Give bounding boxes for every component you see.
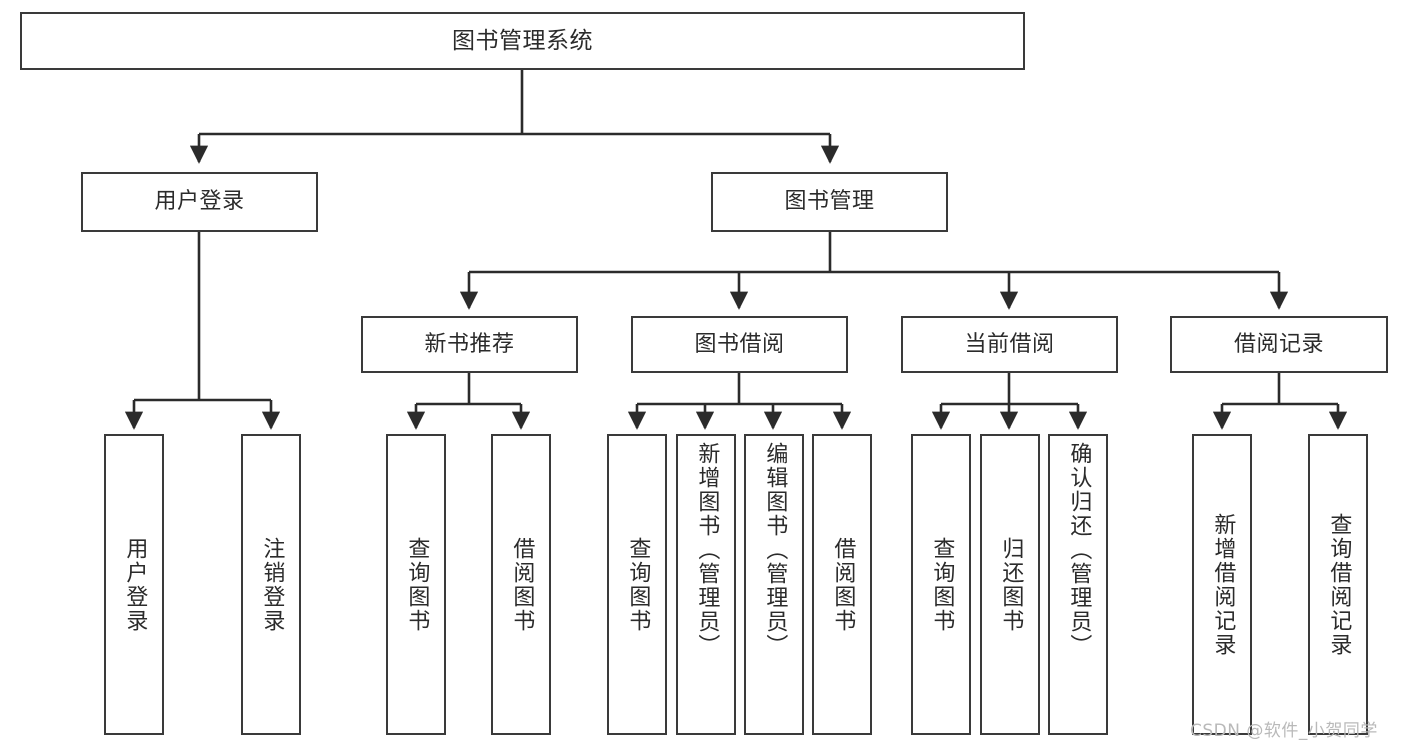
leaf-user-login-login[interactable]: 用户登录 — [104, 434, 164, 735]
node-label: 查询图书 — [625, 536, 651, 633]
node-label: 借阅图书 — [509, 536, 535, 633]
node-label: 确认归还（管理员） — [1066, 442, 1092, 658]
leaf-current-borrow-query-book[interactable]: 查询图书 — [911, 434, 971, 735]
leaf-new-book-query-book[interactable]: 查询图书 — [386, 434, 446, 735]
node-borrow-record[interactable]: 借阅记录 — [1170, 316, 1388, 373]
node-label: 图书管理 — [784, 189, 875, 214]
leaf-current-borrow-return-book[interactable]: 归还图书 — [980, 434, 1040, 735]
leaf-borrow-record-add-record[interactable]: 新增借阅记录 — [1192, 434, 1252, 735]
node-label: 归还图书 — [998, 536, 1024, 633]
node-label: 借阅图书 — [830, 536, 856, 633]
node-label: 用户登录 — [154, 189, 245, 214]
node-label: 新书推荐 — [424, 331, 515, 357]
leaf-user-login-logout[interactable]: 注销登录 — [241, 434, 301, 735]
node-book-borrow[interactable]: 图书借阅 — [631, 316, 848, 373]
leaf-book-borrow-edit-book-admin[interactable]: 编辑图书（管理员） — [744, 434, 804, 735]
leaf-borrow-record-query-record[interactable]: 查询借阅记录 — [1308, 434, 1368, 735]
node-label: 查询图书 — [929, 536, 955, 633]
csdn-watermark: CSDN @软件_小贺同学 — [1190, 721, 1378, 741]
node-label: 查询图书 — [404, 536, 430, 633]
node-label: 查询借阅记录 — [1326, 512, 1352, 657]
node-current-borrow[interactable]: 当前借阅 — [901, 316, 1118, 373]
node-label: 注销登录 — [259, 536, 285, 633]
leaf-book-borrow-add-book-admin[interactable]: 新增图书（管理员） — [676, 434, 736, 735]
node-root-library-management-system[interactable]: 图书管理系统 — [20, 12, 1025, 70]
node-label: 图书管理系统 — [452, 27, 593, 54]
node-label: 用户登录 — [122, 536, 148, 633]
node-label: 图书借阅 — [694, 331, 785, 357]
leaf-current-borrow-confirm-return-admin[interactable]: 确认归还（管理员） — [1048, 434, 1108, 735]
node-label: 借阅记录 — [1233, 331, 1324, 357]
node-book-management[interactable]: 图书管理 — [711, 172, 948, 232]
node-label: 新增借阅记录 — [1210, 512, 1236, 657]
node-label: 新增图书（管理员） — [694, 442, 720, 658]
leaf-book-borrow-borrow-book[interactable]: 借阅图书 — [812, 434, 872, 735]
node-label: 编辑图书（管理员） — [762, 442, 788, 658]
node-label: 当前借阅 — [964, 331, 1055, 357]
node-user-login[interactable]: 用户登录 — [81, 172, 318, 232]
leaf-new-book-borrow-book[interactable]: 借阅图书 — [491, 434, 551, 735]
leaf-book-borrow-query-book[interactable]: 查询图书 — [607, 434, 667, 735]
node-new-book-recommend[interactable]: 新书推荐 — [361, 316, 578, 373]
